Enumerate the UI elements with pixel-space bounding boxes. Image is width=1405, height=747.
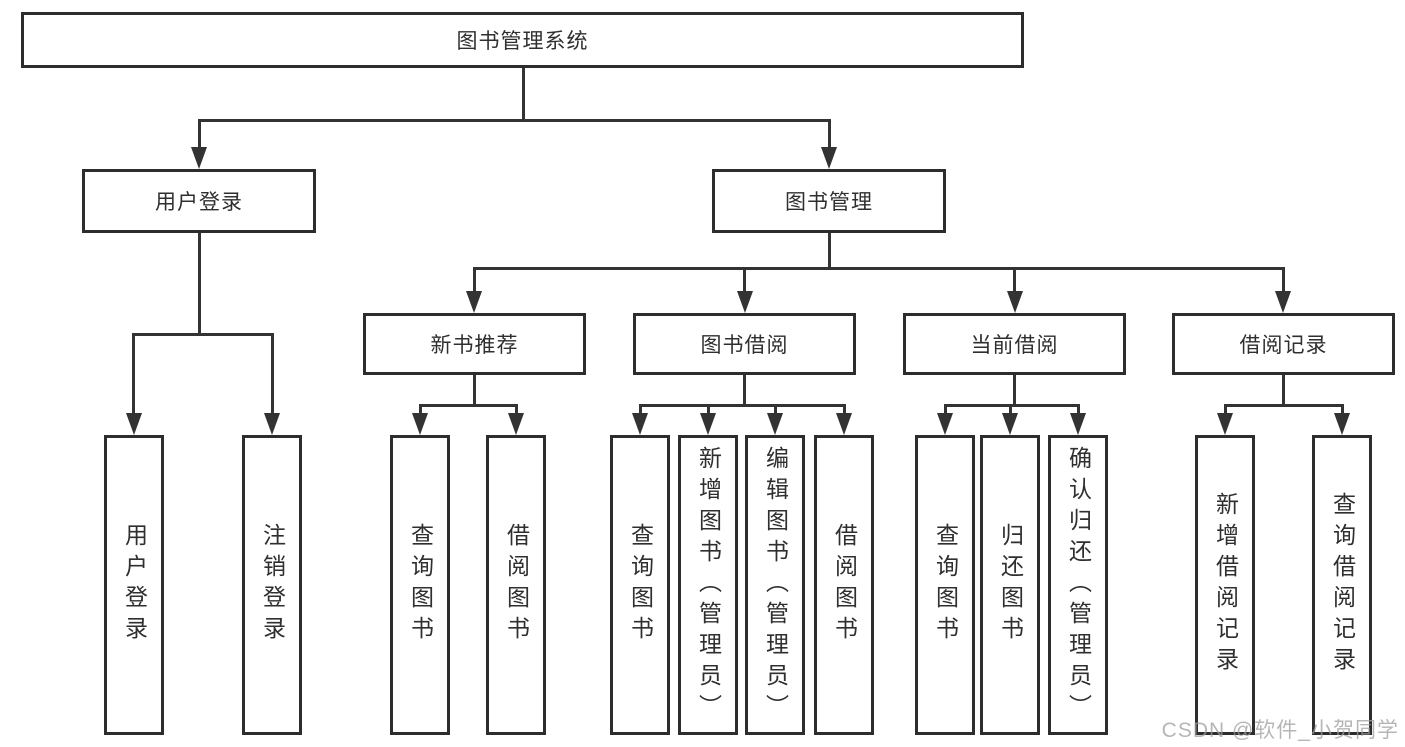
connector-line bbox=[418, 404, 422, 416]
leaf-confirm-return-admin: 确认归还（管理员） bbox=[1048, 435, 1108, 735]
arrow-down-icon bbox=[1275, 291, 1291, 313]
arrow-down-icon bbox=[466, 291, 482, 313]
arrow-down-icon bbox=[1007, 291, 1023, 313]
node-borrowing-records-label: 借阅记录 bbox=[1239, 334, 1328, 357]
connector-line bbox=[514, 404, 518, 416]
arrow-down-icon bbox=[1334, 413, 1350, 435]
connector-line bbox=[1223, 404, 1343, 407]
connector-line bbox=[131, 333, 274, 336]
leaf-borrow-books-recommend-label: 借阅图书 bbox=[503, 523, 530, 647]
watermark: CSDN @软件_小贺同学 bbox=[1161, 719, 1399, 742]
leaf-query-books-current: 查询图书 bbox=[915, 435, 975, 735]
leaf-query-borrow-record: 查询借阅记录 bbox=[1312, 435, 1372, 735]
node-library-system-label: 图书管理系统 bbox=[456, 30, 589, 53]
arrow-down-icon bbox=[126, 413, 142, 435]
arrow-down-icon bbox=[836, 413, 852, 435]
node-user-login-label: 用户登录 bbox=[155, 191, 243, 214]
leaf-query-books-recommend-label: 查询图书 bbox=[407, 523, 434, 647]
leaf-query-books-borrowing-label: 查询图书 bbox=[627, 523, 654, 647]
arrow-down-icon bbox=[700, 413, 716, 435]
leaf-add-borrow-record: 新增借阅记录 bbox=[1195, 435, 1255, 735]
connector-line bbox=[131, 333, 135, 415]
connector-line bbox=[1223, 404, 1227, 416]
arrow-down-icon bbox=[508, 413, 524, 435]
arrow-down-icon bbox=[632, 413, 648, 435]
arrow-down-icon bbox=[767, 413, 783, 435]
connector-line bbox=[270, 333, 274, 415]
connector-line bbox=[1282, 267, 1285, 293]
node-current-borrowing-label: 当前借阅 bbox=[970, 334, 1059, 357]
connector-line bbox=[706, 404, 710, 416]
leaf-user-login-label: 用户登录 bbox=[121, 523, 148, 647]
connector-line bbox=[1008, 404, 1012, 416]
connector-line bbox=[743, 267, 746, 293]
connector-line bbox=[1282, 375, 1285, 406]
connector-line bbox=[638, 404, 642, 416]
leaf-borrow-books: 借阅图书 bbox=[814, 435, 874, 735]
connector-line bbox=[943, 404, 947, 416]
connector-line bbox=[638, 404, 845, 407]
connector-line bbox=[197, 119, 201, 151]
node-borrowing-records: 借阅记录 bbox=[1172, 313, 1395, 375]
node-library-system: 图书管理系统 bbox=[21, 12, 1024, 68]
node-book-management: 图书管理 bbox=[712, 169, 946, 233]
arrow-down-icon bbox=[821, 147, 837, 169]
leaf-edit-books-admin-label: 编辑图书（管理员） bbox=[762, 445, 789, 725]
leaf-query-books-current-label: 查询图书 bbox=[932, 523, 959, 647]
node-user-login: 用户登录 bbox=[82, 169, 316, 233]
leaf-query-books-recommend: 查询图书 bbox=[390, 435, 450, 735]
arrow-down-icon bbox=[1217, 413, 1233, 435]
arrow-down-icon bbox=[937, 413, 953, 435]
leaf-return-books-label: 归还图书 bbox=[997, 523, 1024, 647]
node-book-management-label: 图书管理 bbox=[785, 191, 873, 214]
leaf-logout-label: 注销登录 bbox=[259, 523, 286, 647]
node-book-borrowing: 图书借阅 bbox=[633, 313, 856, 375]
arrow-down-icon bbox=[412, 413, 428, 435]
node-current-borrowing: 当前借阅 bbox=[903, 313, 1126, 375]
connector-line bbox=[827, 119, 831, 151]
connector-line bbox=[521, 68, 525, 121]
leaf-edit-books-admin: 编辑图书（管理员） bbox=[745, 435, 805, 735]
connector-line bbox=[773, 404, 777, 416]
node-new-book-recommendation-label: 新书推荐 bbox=[430, 334, 519, 357]
arrow-down-icon bbox=[264, 413, 280, 435]
leaf-user-login: 用户登录 bbox=[104, 435, 164, 735]
connector-line bbox=[473, 267, 1285, 270]
leaf-add-books-admin-label: 新增图书（管理员） bbox=[695, 445, 722, 725]
connector-line bbox=[473, 267, 476, 293]
arrow-down-icon bbox=[191, 147, 207, 169]
connector-line bbox=[418, 404, 518, 407]
connector-line bbox=[827, 233, 831, 269]
leaf-query-books-borrowing: 查询图书 bbox=[610, 435, 670, 735]
leaf-logout: 注销登录 bbox=[242, 435, 302, 735]
connector-line bbox=[842, 404, 846, 416]
arrow-down-icon bbox=[737, 291, 753, 313]
connector-line bbox=[1013, 267, 1016, 293]
connector-line bbox=[197, 119, 831, 122]
connector-line bbox=[1076, 404, 1080, 416]
node-book-borrowing-label: 图书借阅 bbox=[700, 334, 789, 357]
connector-line bbox=[1340, 404, 1344, 416]
connector-line bbox=[473, 375, 476, 406]
leaf-add-borrow-record-label: 新增借阅记录 bbox=[1212, 492, 1239, 678]
connector-line bbox=[1013, 375, 1016, 406]
connector-line bbox=[197, 233, 201, 335]
connector-line bbox=[743, 375, 746, 406]
arrow-down-icon bbox=[1002, 413, 1018, 435]
leaf-return-books: 归还图书 bbox=[980, 435, 1040, 735]
leaf-confirm-return-admin-label: 确认归还（管理员） bbox=[1065, 445, 1092, 725]
leaf-add-books-admin: 新增图书（管理员） bbox=[678, 435, 738, 735]
node-new-book-recommendation: 新书推荐 bbox=[363, 313, 586, 375]
leaf-borrow-books-label: 借阅图书 bbox=[831, 523, 858, 647]
leaf-query-borrow-record-label: 查询借阅记录 bbox=[1329, 492, 1356, 678]
arrow-down-icon bbox=[1070, 413, 1086, 435]
leaf-borrow-books-recommend: 借阅图书 bbox=[486, 435, 546, 735]
